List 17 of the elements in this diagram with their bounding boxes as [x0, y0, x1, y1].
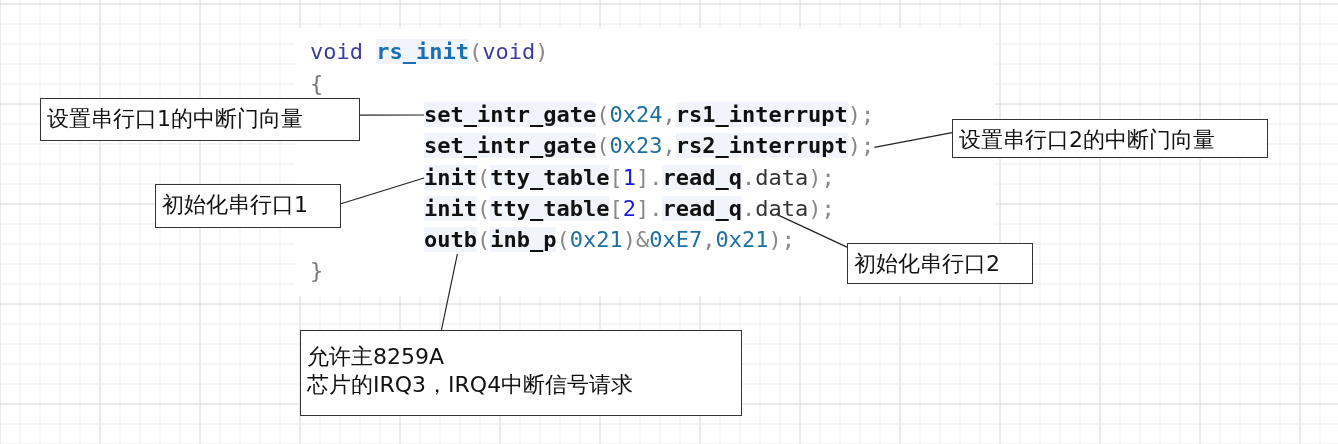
code-line: set_intr_gate(0x23,rs2_interrupt); — [424, 132, 875, 160]
callout-box: 初始化串行口1 — [155, 184, 341, 228]
callout-box: 设置串行口1的中断门向量 — [40, 98, 360, 141]
leader-line — [873, 132, 953, 148]
code-line: init(tty_table[2].read_q.data); — [424, 195, 835, 223]
leader-line — [359, 114, 425, 116]
code-line: set_intr_gate(0x24,rs1_interrupt); — [424, 101, 875, 129]
code-line: outb(inb_p(0x21)&0xE7,0x21); — [424, 226, 795, 254]
callout-box: 初始化串行口2 — [847, 243, 1033, 284]
callout-box: 允许主8259A芯片的IRQ3，IRQ4中断信号请求 — [300, 330, 742, 416]
leader-line — [440, 253, 458, 331]
leader-line — [340, 177, 425, 205]
code-line: init(tty_table[1].read_q.data); — [424, 164, 835, 192]
code-line: { — [310, 70, 324, 98]
code-line: } — [310, 257, 324, 285]
code-line: void rs_init(void) — [310, 38, 549, 66]
callout-box: 设置串行口2的中断门向量 — [952, 119, 1268, 158]
